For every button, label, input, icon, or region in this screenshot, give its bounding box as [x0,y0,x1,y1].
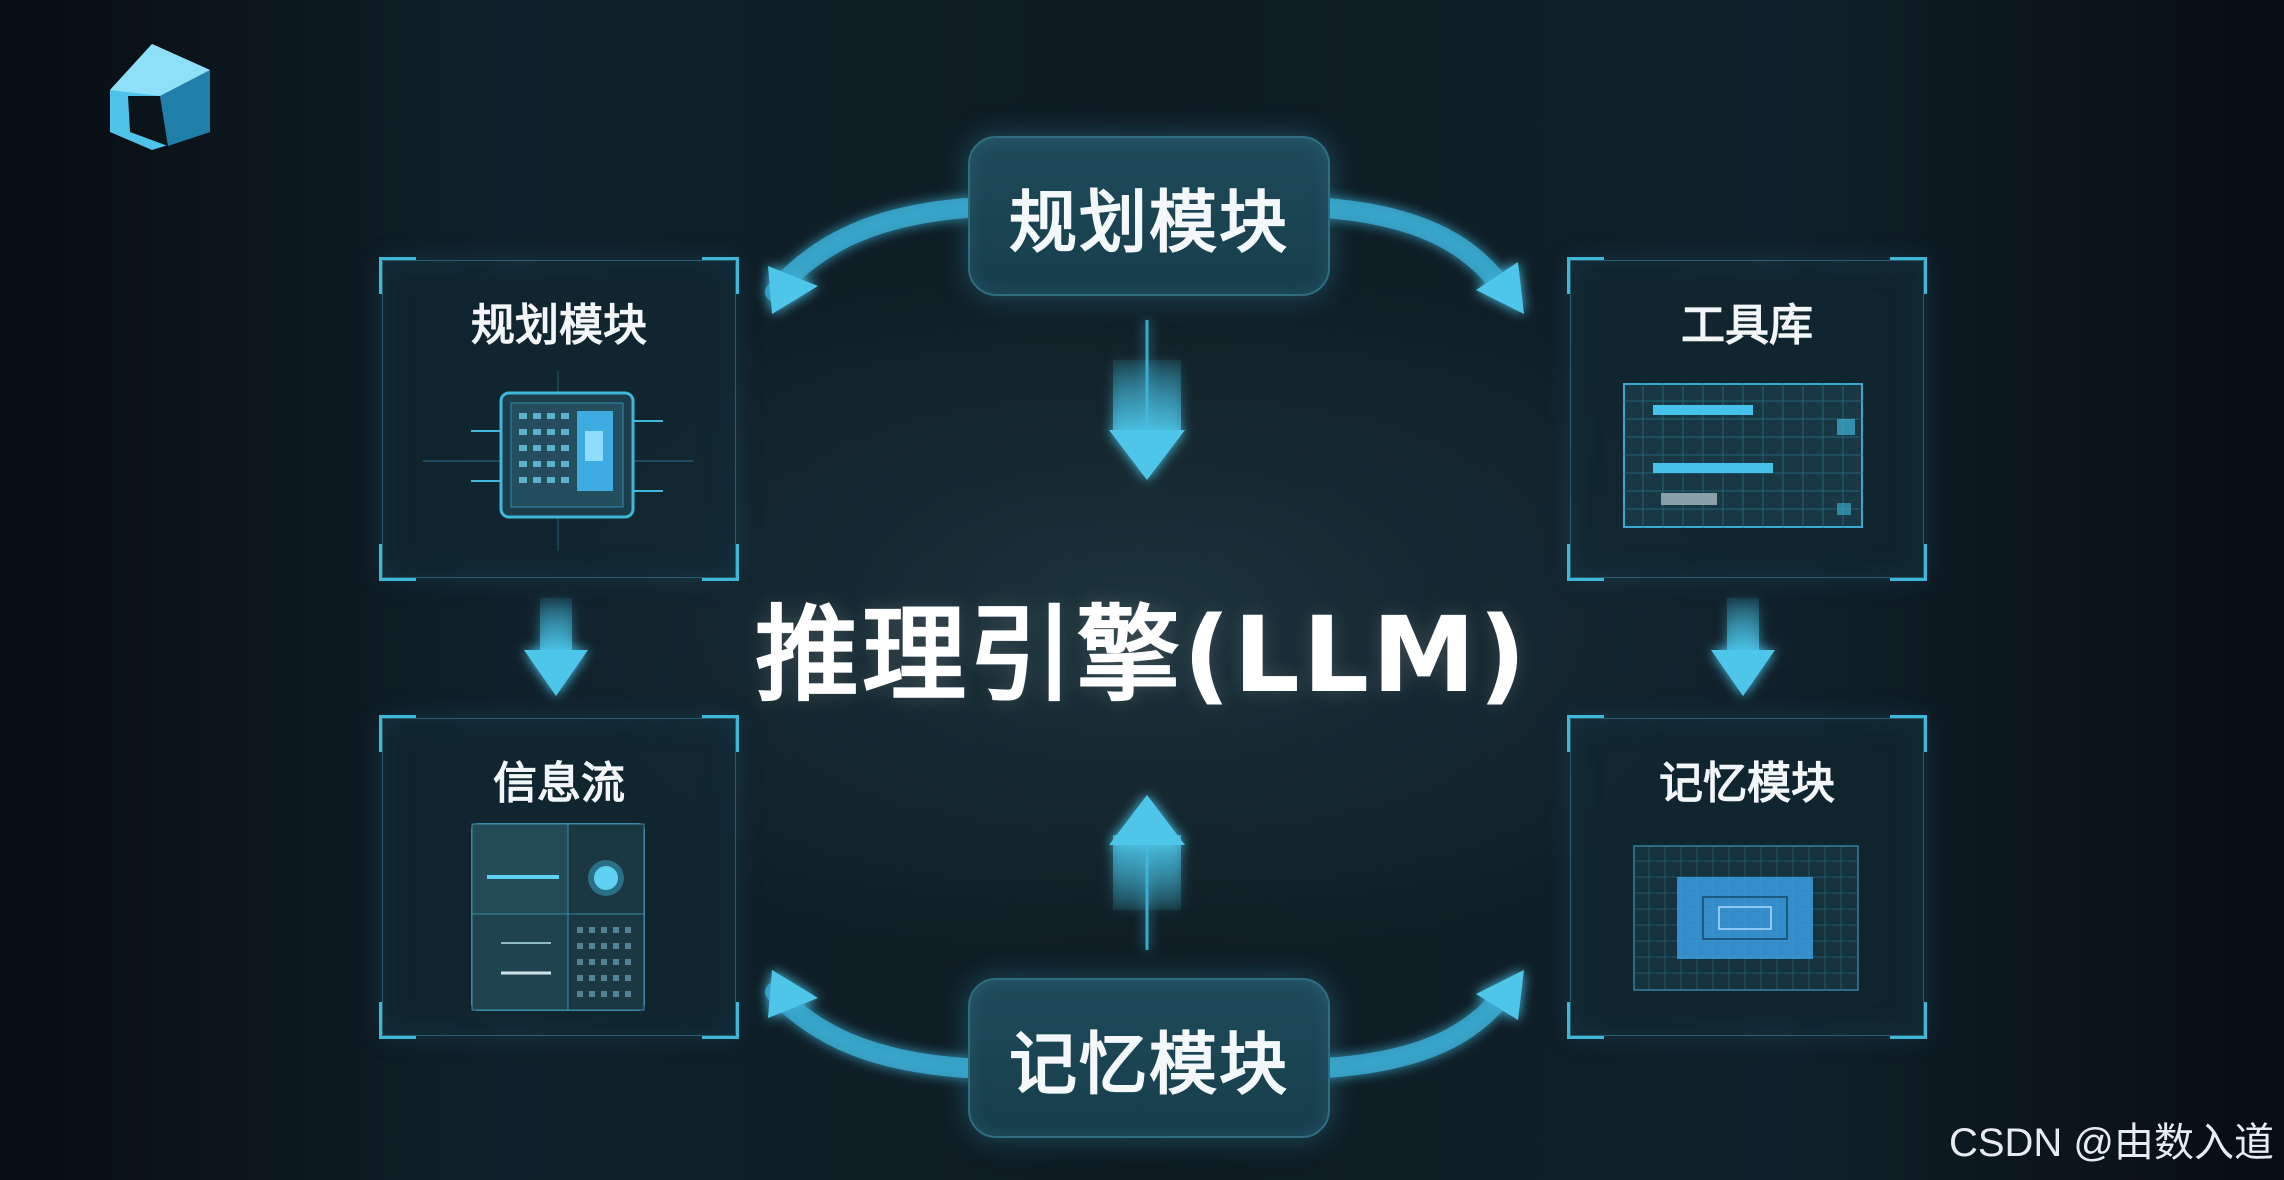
panel-info-flow: 信息流 [379,715,739,1039]
corner-bracket [379,715,416,752]
curved-arrow-bottom-right [1316,970,1524,1078]
corner-bracket [1890,715,1927,752]
corner-bracket [379,1002,416,1039]
chip-icon [423,371,693,551]
planning-pill: 规划模块 [968,136,1330,296]
corner-bracket [1567,1002,1604,1039]
corner-bracket [702,544,739,581]
reasoning-engine-title: 推理引擎(LLM) [754,594,1530,716]
arrow-up-to-center [1109,795,1185,950]
panel-planning: 规划模块 [379,257,739,581]
dashboard-icon [471,823,645,1011]
corner-bracket [1567,257,1604,294]
watermark: CSDN @由数入道 [1948,1121,2274,1165]
curved-arrow-bottom-left [765,970,976,1078]
planning-pill-label: 规划模块 [1008,183,1289,263]
memory-pill-label: 记忆模块 [1008,1025,1289,1105]
corner-bracket [702,1002,739,1039]
grid-table-icon [1623,383,1863,528]
panel-memory-title: 记忆模块 [1659,758,1835,809]
arrow-tools-to-memory [1711,598,1775,696]
panel-planning-title: 规划模块 [471,300,647,351]
panel-tools: 工具库 [1567,257,1927,581]
corner-bracket [1890,1002,1927,1039]
blueprint-icon [1633,845,1859,991]
corner-bracket [379,544,416,581]
panel-info-flow-title: 信息流 [493,758,625,809]
logo-icon [110,44,210,150]
corner-bracket [702,715,739,752]
corner-bracket [1567,544,1604,581]
panel-tools-title: 工具库 [1681,300,1813,351]
curved-arrow-top-left [765,198,976,314]
corner-bracket [702,257,739,294]
arrow-planning-to-info [524,598,588,696]
arrow-down-to-center [1109,320,1185,480]
corner-bracket [1567,715,1604,752]
panel-memory: 记忆模块 [1567,715,1927,1039]
corner-bracket [379,257,416,294]
corner-bracket [1890,257,1927,294]
curved-arrow-top-right [1316,198,1524,314]
memory-pill: 记忆模块 [968,978,1330,1138]
corner-bracket [1890,544,1927,581]
